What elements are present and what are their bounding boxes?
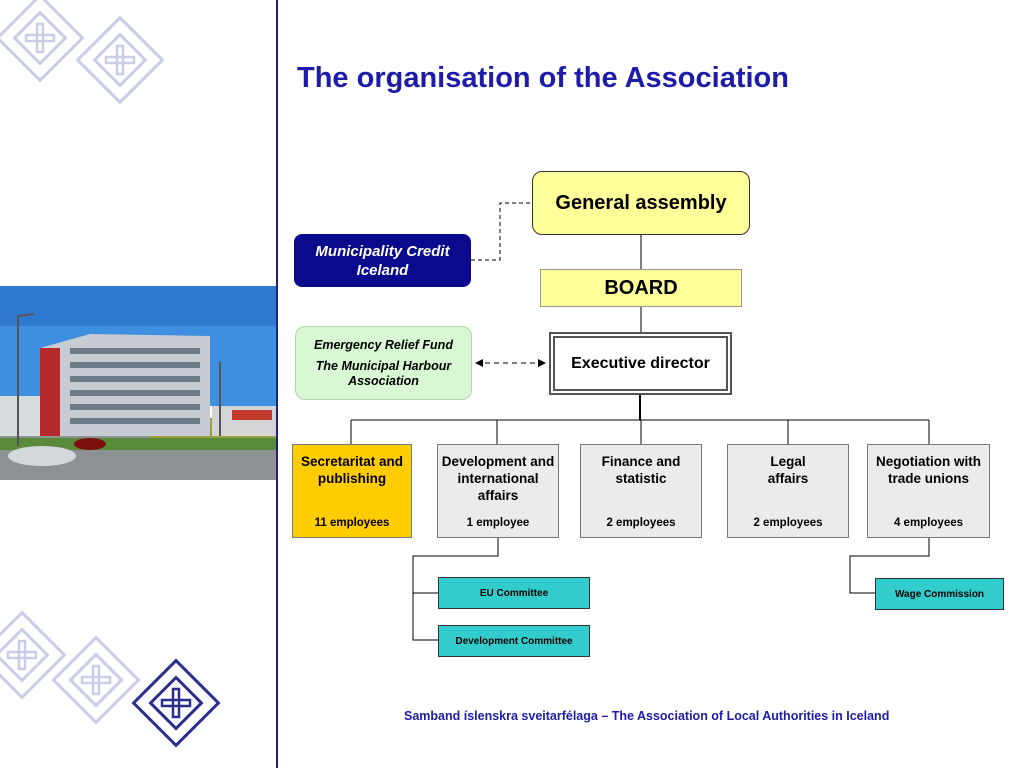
department-name: Legal affairs [767, 454, 809, 486]
eu-committee-label: EU Committee [479, 587, 549, 599]
department-staff: 2 employees [606, 517, 676, 529]
mci-assembly-dashed-link [471, 202, 532, 261]
department-box-legal: Legal affairs 2 employees [727, 444, 849, 538]
general-assembly-label: General assembly [555, 192, 727, 214]
emergency-relief-box: Emergency Relief Fund The Municipal Harb… [295, 326, 472, 400]
development-committee-box: Development Committee [438, 625, 590, 657]
department-box-negotiation: Negotiation with trade unions 4 employee… [867, 444, 990, 538]
board-box: BOARD [540, 269, 742, 307]
municipality-credit-box: Municipality Credit Iceland [294, 234, 471, 287]
department-staff: 11 employees [314, 517, 390, 529]
general-assembly-box: General assembly [532, 171, 750, 235]
department-staff: 2 employees [753, 517, 823, 529]
department-box-finance: Finance and statistic 2 employees [580, 444, 702, 538]
wage-commission-box: Wage Commission [875, 578, 1004, 610]
sidebar-divider [276, 0, 278, 768]
department-name: Finance and statistic [601, 454, 681, 486]
wage-commission-label: Wage Commission [894, 588, 985, 600]
board-label: BOARD [604, 276, 678, 299]
municipality-credit-label: Municipality Credit Iceland [315, 242, 450, 279]
department-staff: 1 employee [466, 517, 530, 529]
department-name: Development and international affairs [441, 454, 555, 503]
executive-director-box: Executive director [549, 332, 732, 395]
harbour-association-label: The Municipal Harbour Association [315, 358, 452, 388]
wage-commission-connector [849, 538, 930, 594]
executive-director-label: Executive director [571, 355, 710, 372]
eu-committee-box: EU Committee [438, 577, 590, 609]
department-name: Secretaritat and publishing [300, 454, 404, 486]
department-staff: 4 employees [893, 517, 964, 529]
slide-title: The organisation of the Association [297, 62, 789, 94]
department-box-secretariat: Secretaritat and publishing 11 employees [292, 444, 412, 538]
emergency-relief-label: Emergency Relief Fund [314, 337, 453, 352]
department-box-development: Development and international affairs 1 … [437, 444, 559, 538]
office-building-photo [0, 286, 276, 480]
department-name: Negotiation with trade unions [876, 454, 981, 486]
slide-footer: Samband íslenskra sveitarfélaga – The As… [404, 709, 890, 723]
development-committees-connector [412, 538, 499, 641]
development-committee-label: Development Committee [455, 635, 573, 647]
